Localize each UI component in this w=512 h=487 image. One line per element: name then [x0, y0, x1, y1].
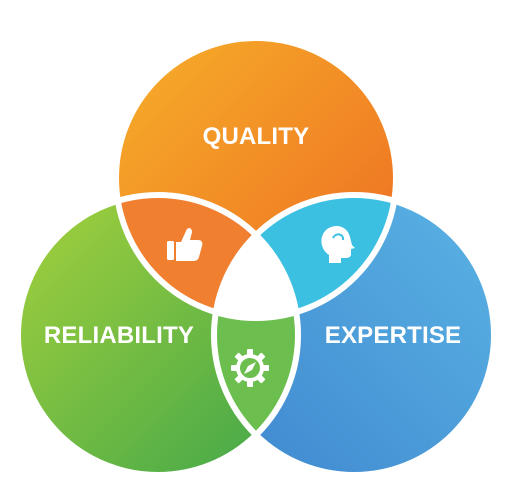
- quality-label: QUALITY: [203, 123, 310, 150]
- thumbs-up-icon: [167, 228, 203, 261]
- quality-expertise-overlap: [214, 195, 396, 318]
- quality-reliability-overlap: [116, 195, 298, 318]
- expertise-label: EXPERTISE: [325, 322, 462, 349]
- reliability-label: RELIABILITY: [44, 322, 194, 349]
- head-profile-icon: [321, 225, 355, 263]
- gear-compass-icon: [231, 349, 269, 387]
- circle-outlines: [15, 35, 497, 478]
